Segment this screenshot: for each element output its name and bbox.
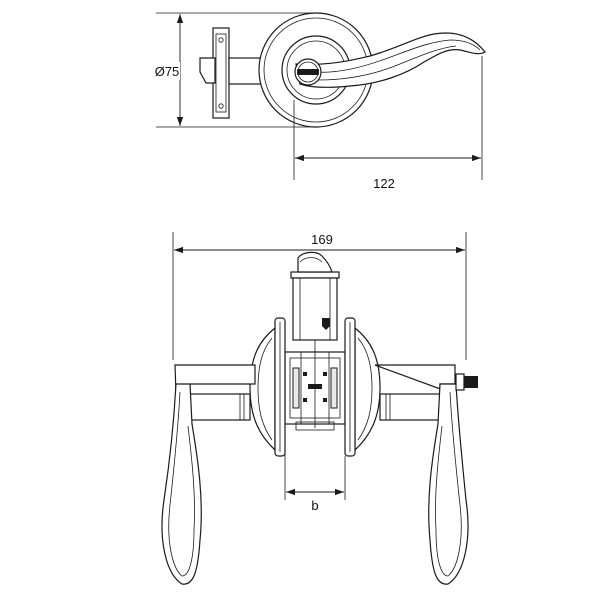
dimension-width: 169 xyxy=(172,230,467,360)
lever-top xyxy=(295,32,486,88)
privacy-button-top xyxy=(294,58,322,86)
rosette-left xyxy=(249,317,286,457)
diameter-label: Ø75 xyxy=(155,64,180,79)
lever-right xyxy=(374,364,478,585)
top-view: Ø75 122 xyxy=(150,12,486,191)
width-label: 169 xyxy=(311,232,333,247)
rosette-right xyxy=(344,317,381,457)
latch-housing xyxy=(290,251,340,341)
dimension-diameter: Ø75 xyxy=(150,12,316,128)
latch-plate xyxy=(199,27,266,119)
front-view: 169 xyxy=(161,230,478,585)
depth-label: 122 xyxy=(373,176,395,191)
neck-right xyxy=(379,393,441,421)
chassis xyxy=(284,340,346,431)
neck-left xyxy=(189,393,251,421)
dimension-backset: b xyxy=(284,430,346,513)
lever-left xyxy=(161,364,256,585)
backset-label: b xyxy=(311,498,318,513)
dimension-depth: 122 xyxy=(293,56,483,191)
